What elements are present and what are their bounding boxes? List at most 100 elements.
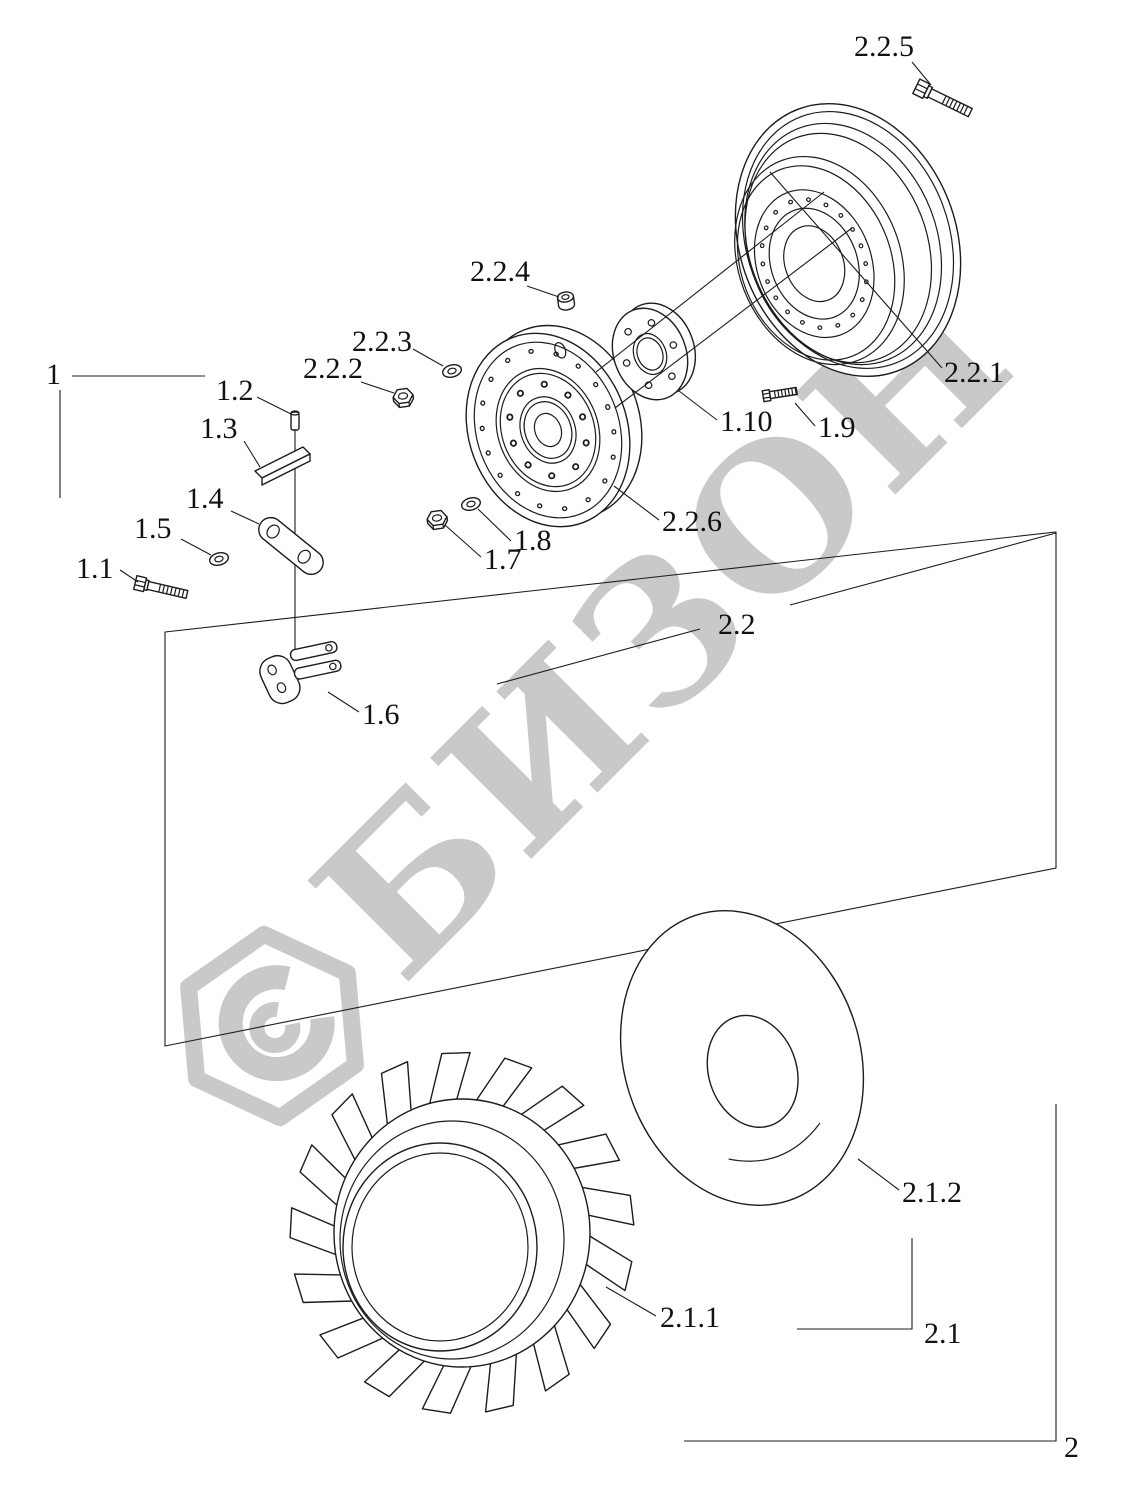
label-2-1-1: 2.1.1 <box>660 1301 720 1334</box>
leader-2-1-2 <box>857 1158 900 1191</box>
rim-bolt-holes-centers <box>760 198 868 329</box>
rim-ring-4 <box>744 132 933 364</box>
bolt-shank <box>927 88 973 118</box>
hub-front-face <box>465 332 631 528</box>
label-2-2-5: 2.2.5 <box>854 30 914 63</box>
washer-2-2-3 <box>440 362 464 380</box>
rim-barrel-back <box>734 155 905 366</box>
watermark-logo-icon <box>180 925 364 1127</box>
leader-1-8 <box>477 508 512 542</box>
label-1-6: 1.6 <box>362 698 400 731</box>
key-bar-front-face <box>261 453 311 486</box>
label-1-7: 1.7 <box>484 543 522 576</box>
flange-bore-outer <box>632 332 668 376</box>
watermark-swirl-outer <box>218 965 335 1082</box>
bolt-threads <box>773 387 797 398</box>
flange-bolt-holes <box>622 319 678 389</box>
label-1-1: 1.1 <box>76 552 114 585</box>
wheel-rim <box>734 102 962 378</box>
bracket-2-1 <box>797 1238 913 1330</box>
label-2-2-3: 2.2.3 <box>352 325 412 358</box>
leader-1-2 <box>256 396 292 415</box>
leader-1-5 <box>180 538 212 556</box>
leader-2-2-1 <box>769 171 943 369</box>
bolt-shank <box>768 386 798 400</box>
label-2: 2 <box>1064 1431 1079 1464</box>
pin <box>290 410 300 431</box>
tire-bead-outer <box>342 1142 538 1352</box>
leader-2-2-3 <box>412 348 444 367</box>
inner-tube <box>619 910 865 1206</box>
bolt-threads <box>941 95 969 115</box>
flange-bore-inner <box>636 337 664 371</box>
leader-2-2-4 <box>526 285 560 298</box>
leader-1-6 <box>327 691 360 713</box>
bolt-head-facets <box>914 83 928 94</box>
strap-bracket <box>258 516 324 576</box>
hub-step-ring-inner <box>499 372 597 488</box>
bolt-head-facets <box>134 579 146 588</box>
rim-barrel-edge <box>736 165 896 361</box>
nut-2-2-2 <box>391 387 416 409</box>
label-2-1: 2.1 <box>924 1317 962 1350</box>
leader-1-3 <box>243 440 261 468</box>
label-2-1-2: 2.1.2 <box>902 1176 962 1209</box>
label-2-2-4: 2.2.4 <box>470 255 530 288</box>
rim-outer-flange <box>734 102 962 378</box>
label-1-5: 1.5 <box>134 512 172 545</box>
tire-bead-inner <box>351 1152 529 1342</box>
bolt-head <box>912 78 931 100</box>
hub-bore-ring <box>523 401 573 459</box>
construction-lines <box>595 191 853 409</box>
nut-1-7 <box>425 509 450 531</box>
label-2-2: 2.2 <box>718 608 756 641</box>
bolt-head-facets <box>762 392 771 399</box>
bolt-axle <box>133 575 189 600</box>
group-panel-outline <box>164 531 1057 1047</box>
watermark-hexagon <box>180 925 364 1127</box>
leader-2-2-a <box>496 628 701 685</box>
label-1-10: 1.10 <box>720 405 773 438</box>
label-1-2: 1.2 <box>216 374 254 407</box>
tire <box>289 1051 635 1414</box>
hub-rim-ring <box>473 341 623 519</box>
part-labels: 1 1.1 1.2 1.3 1.4 1.5 1.6 1.7 1.8 1.9 1.… <box>46 30 1079 1464</box>
bolt-m-small <box>761 386 798 403</box>
hub-disc <box>465 324 643 528</box>
rim-pilot-ring <box>768 207 860 320</box>
leader-1-10 <box>678 390 718 421</box>
leader-2-2-5 <box>911 61 932 86</box>
small-cap-nut <box>556 291 576 311</box>
cap-nut-top <box>556 291 575 303</box>
label-1-8: 1.8 <box>514 524 552 557</box>
label-2-2-2: 2.2.2 <box>303 352 363 385</box>
leader-2-2-2 <box>360 381 395 394</box>
label-2-2-1: 2.2.1 <box>944 356 1004 389</box>
pin-top <box>290 410 300 416</box>
bolt-collar <box>143 579 150 592</box>
watermark-swirl-inner <box>249 1002 301 1054</box>
bolt-m-large <box>912 78 973 118</box>
label-1-4: 1.4 <box>186 482 224 515</box>
tube-contour <box>728 1122 821 1162</box>
tube-hole <box>706 1014 799 1128</box>
leader-2-2-b <box>789 532 1057 606</box>
hub-stud-holes-centers <box>507 382 589 478</box>
rim-mount-face <box>753 189 875 339</box>
group-brackets <box>59 375 1057 1442</box>
tire-sidewall-ring <box>339 1120 565 1360</box>
axis-line-1 <box>595 191 825 373</box>
leader-2-1-1 <box>605 1286 657 1317</box>
label-1: 1 <box>46 358 61 391</box>
leader-1-4 <box>230 510 260 525</box>
strap-holes <box>266 524 311 564</box>
bolt-threads <box>158 584 185 598</box>
hub-perimeter-holes-centers <box>480 349 616 511</box>
cap-nut-hole <box>561 294 570 300</box>
leader-2-2-6 <box>613 485 660 521</box>
label-1-9: 1.9 <box>818 411 856 444</box>
hub-center-bore <box>533 412 563 448</box>
clamp-arms <box>289 641 342 680</box>
